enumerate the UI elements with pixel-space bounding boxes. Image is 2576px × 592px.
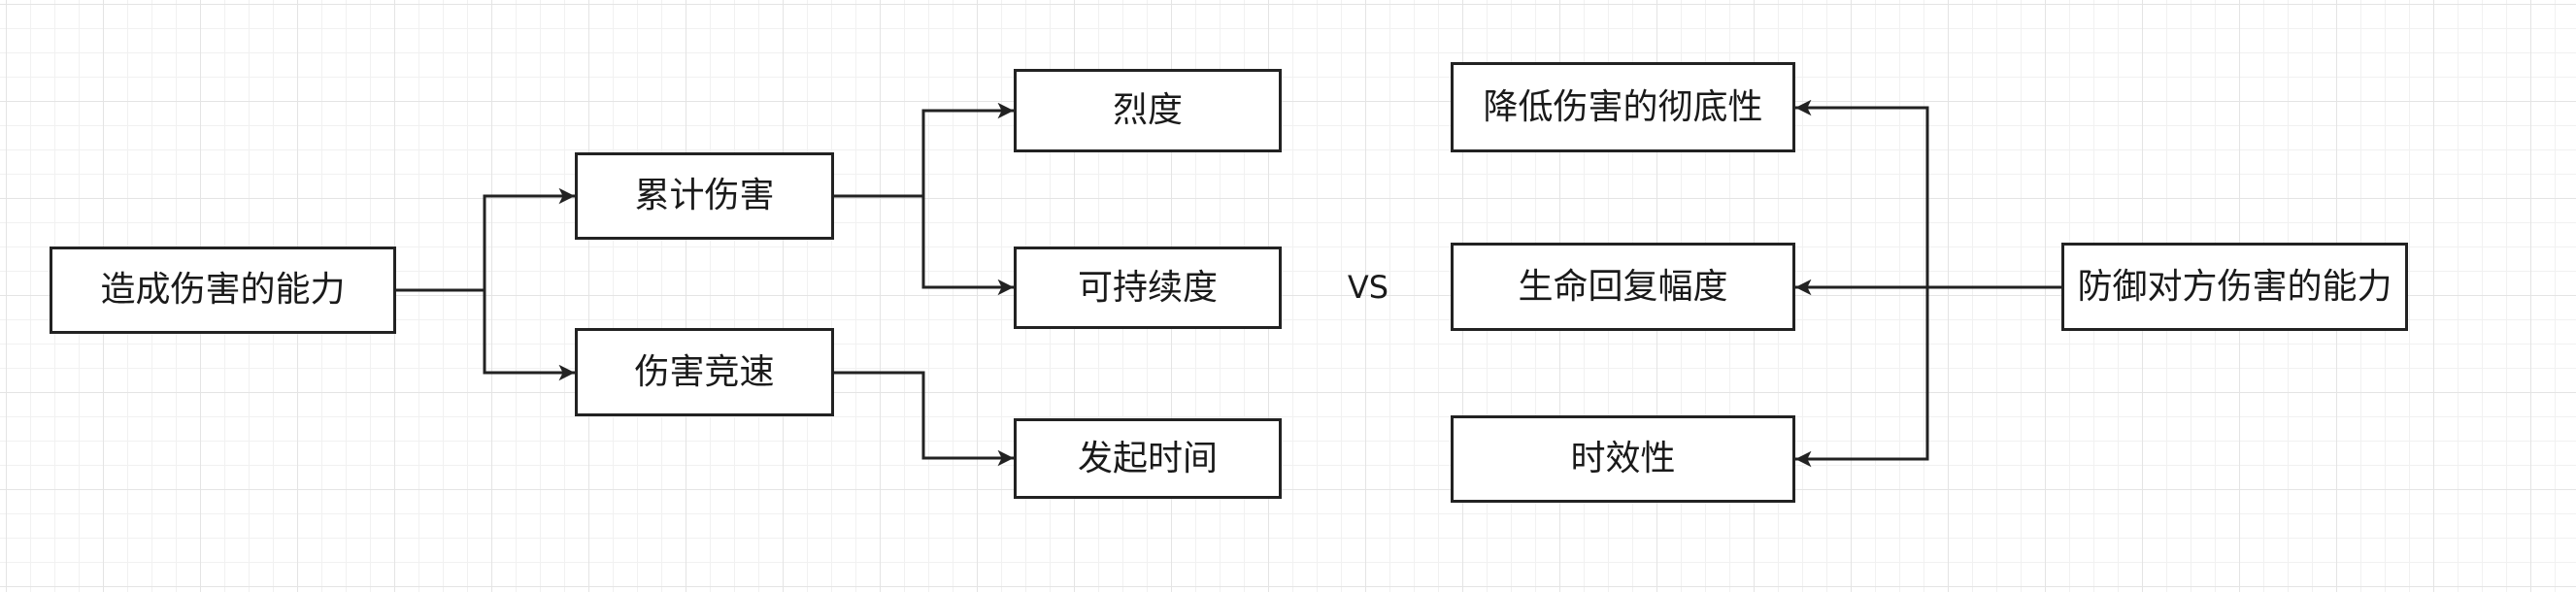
node-sustainability[interactable]: 可持续度 xyxy=(1014,247,1282,329)
node-attack-ability[interactable]: 造成伤害的能力 xyxy=(50,247,396,334)
node-cumulative-damage[interactable]: 累计伤害 xyxy=(575,152,834,240)
node-mitigation-thoroughness[interactable]: 降低伤害的彻底性 xyxy=(1451,62,1795,152)
edge-damage-race-to-onset-time[interactable] xyxy=(834,371,1014,467)
edge-cumulative-damage-to-sustainability[interactable] xyxy=(834,194,1014,296)
edge-attack-to-damage-race[interactable] xyxy=(396,288,575,381)
node-heal-amplitude[interactable]: 生命回复幅度 xyxy=(1451,243,1795,331)
versus-label[interactable]: VS xyxy=(1347,269,1389,306)
edge-defense-to-mitigation-thoroughness[interactable] xyxy=(1795,99,2061,289)
edge-cumulative-damage-to-intensity[interactable] xyxy=(834,102,1014,198)
edge-defense-to-timeliness[interactable] xyxy=(1795,285,2061,468)
node-timeliness[interactable]: 时效性 xyxy=(1451,415,1795,503)
node-onset-time[interactable]: 发起时间 xyxy=(1014,418,1282,499)
node-damage-race[interactable]: 伤害竞速 xyxy=(575,328,834,416)
node-defense-ability[interactable]: 防御对方伤害的能力 xyxy=(2061,243,2408,331)
edge-attack-to-cumulative-damage[interactable] xyxy=(396,187,575,292)
node-intensity[interactable]: 烈度 xyxy=(1014,69,1282,152)
